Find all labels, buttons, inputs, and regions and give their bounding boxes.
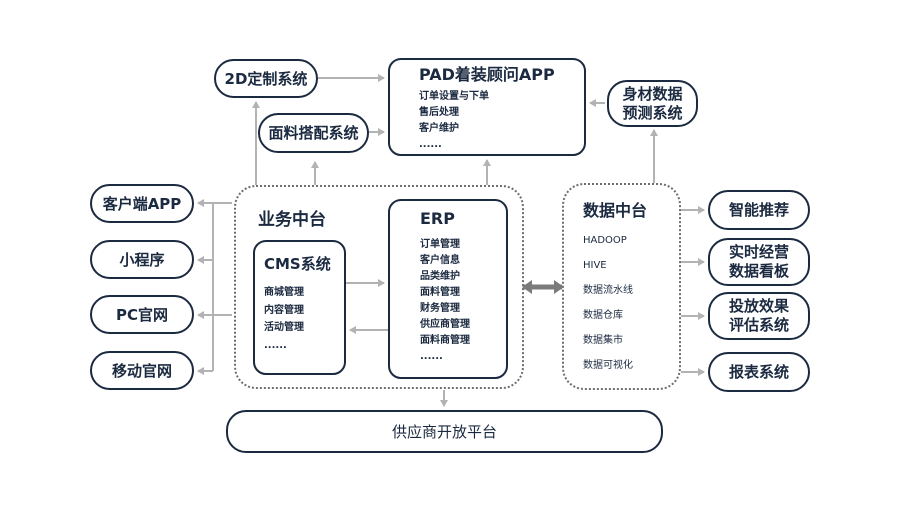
list-item: ...... — [420, 351, 443, 362]
list-item: 售后处理 — [419, 107, 459, 118]
dashboard-node: 实时经营 数据看板 — [708, 238, 810, 286]
list-item: ...... — [264, 339, 287, 351]
list-item: 面料管理 — [420, 287, 460, 298]
erp-node: ERP 订单管理 客户信息 品类维护 面料管理 财务管理 供应商管理 面料商管理… — [388, 199, 508, 379]
mobile-site-label: 移动官网 — [111, 361, 172, 380]
list-item: 数据仓库 — [583, 310, 623, 321]
ad-eval-node: 投放效果 评估系统 — [708, 292, 810, 340]
erp-title: ERP — [420, 209, 455, 228]
business-center-title: 业务中台 — [258, 210, 326, 230]
fabric-node: 面料搭配系统 — [258, 113, 369, 153]
cms-list: 商城管理 内容管理 活动管理 ...... — [264, 284, 304, 354]
pc-site-label: PC官网 — [115, 305, 168, 324]
list-item: 数据流水线 — [583, 285, 633, 296]
list-item: HIVE — [583, 260, 607, 271]
client-app-node: 客户端APP — [90, 184, 194, 223]
list-item: 面料商管理 — [420, 335, 470, 346]
client-app-label: 客户端APP — [102, 194, 182, 213]
business-center-group — [234, 185, 524, 389]
supplier-platform-node: 供应商开放平台 — [226, 410, 663, 453]
list-item: 内容管理 — [264, 304, 304, 316]
ad-eval-line-2: 评估系统 — [728, 316, 789, 334]
data-center-list: HADOOP HIVE 数据流水线 数据仓库 数据集市 数据可视化 — [583, 228, 633, 378]
list-item: 商城管理 — [264, 287, 304, 298]
report-label: 报表系统 — [728, 363, 789, 381]
pc-site-node: PC官网 — [90, 295, 194, 334]
system-2d-node: 2D定制系统 — [214, 59, 318, 98]
list-item: 订单管理 — [420, 239, 460, 250]
cms-node: CMS系统 商城管理 内容管理 活动管理 ...... — [253, 240, 346, 375]
fabric-label: 面料搭配系统 — [268, 124, 359, 142]
list-item: 品类维护 — [420, 271, 460, 282]
list-item: 客户信息 — [420, 255, 460, 266]
system-2d-label: 2D定制系统 — [224, 69, 308, 88]
list-item: 订单设置与下单 — [419, 91, 489, 102]
mobile-site-node: 移动官网 — [90, 351, 194, 390]
body-data-node: 身材数据 预测系统 — [607, 80, 698, 127]
data-center-group — [562, 183, 681, 390]
ad-eval-line-1: 投放效果 — [728, 297, 789, 315]
body-data-line-2: 预测系统 — [622, 103, 683, 122]
mini-program-node: 小程序 — [90, 240, 194, 279]
mini-program-label: 小程序 — [119, 250, 165, 269]
list-item: 财务管理 — [420, 303, 460, 314]
body-data-line-1: 身材数据 — [622, 84, 683, 103]
list-item: 客户维护 — [419, 123, 459, 134]
list-item: 活动管理 — [264, 322, 304, 333]
pad-app-node: PAD着装顾问APP 订单设置与下单 售后处理 客户维护 ...... — [388, 58, 586, 156]
list-item: 数据集市 — [583, 335, 623, 346]
list-item: 数据可视化 — [583, 360, 633, 371]
dashboard-line-1: 实时经营 — [728, 243, 789, 261]
erp-list: 订单管理 客户信息 品类维护 面料管理 财务管理 供应商管理 面料商管理 ...… — [420, 237, 470, 365]
pad-app-title: PAD着装顾问APP — [419, 65, 555, 84]
list-item: 供应商管理 — [420, 319, 470, 330]
list-item: HADOOP — [583, 235, 627, 246]
cms-title: CMS系统 — [264, 255, 331, 273]
dashboard-line-2: 数据看板 — [728, 262, 789, 280]
report-node: 报表系统 — [708, 352, 810, 392]
data-center-title: 数据中台 — [583, 201, 648, 220]
recommend-label: 智能推荐 — [728, 201, 789, 219]
supplier-platform-label: 供应商开放平台 — [391, 422, 497, 441]
list-item: ...... — [419, 139, 442, 150]
pad-app-list: 订单设置与下单 售后处理 客户维护 ...... — [419, 89, 489, 153]
recommend-node: 智能推荐 — [708, 190, 810, 230]
